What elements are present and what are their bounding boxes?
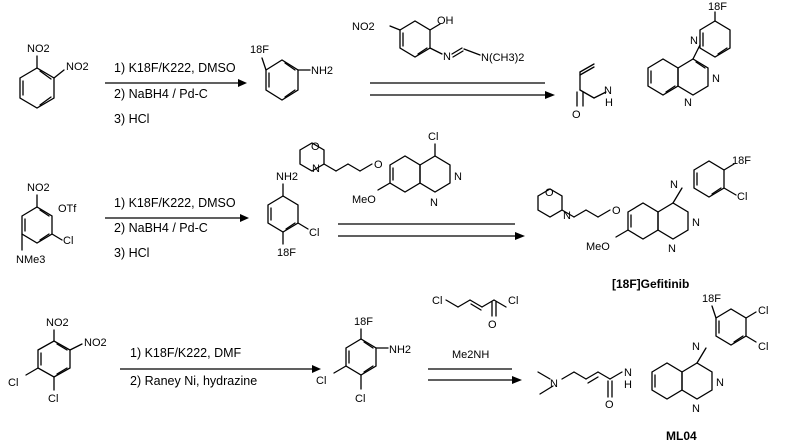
morpholine-nitrogen-label: N	[312, 163, 320, 175]
acrylamide-quinazoline: O N H N N N 18F	[572, 1, 731, 121]
row-2: NO2 Cl OTf NMe3 1) K18F/K222, DMSO 2) Na…	[16, 131, 751, 291]
trimethylammonium-label: NMe3	[16, 254, 45, 266]
dichlorodinitrobenzene: NO2 NO2 Cl Cl	[8, 317, 107, 405]
formamidine-reagent: NO2 OH N N(CH3)2	[352, 15, 524, 64]
chlorine-label: Cl	[758, 341, 768, 353]
carbonyl-oxygen-label: O	[488, 319, 497, 331]
amide-nitrogen-label: N	[604, 85, 612, 97]
fluorine-18-label: 18F	[732, 155, 751, 167]
ring-nitrogen-label: N	[712, 73, 720, 85]
nitro-label: NO2	[352, 21, 375, 33]
condition-step-3: 3) HCl	[114, 112, 149, 126]
hydroxyl-label: OH	[437, 15, 454, 27]
fluorine-18-label: 18F	[708, 1, 727, 13]
ether-oxygen-label: O	[374, 159, 383, 171]
chlorine-label: Cl	[355, 393, 365, 405]
chlorofluoroaniline: NH2 Cl 18F	[267, 171, 319, 259]
amine-label: NH2	[311, 65, 333, 77]
amide-hydrogen-label: H	[624, 379, 632, 391]
condition-step-1: 1) K18F/K222, DMSO	[114, 61, 236, 75]
amine-label: NH2	[389, 344, 411, 356]
aryl-trimethylammonium-triflate: NO2 Cl OTf NMe3	[16, 182, 77, 266]
chlorine-label: Cl	[48, 393, 58, 405]
ring-nitrogen-label: N	[454, 171, 462, 183]
dimethylamino-label: N(CH3)2	[481, 52, 524, 64]
fluoroaniline: 18F NH2	[250, 44, 333, 101]
carbonyl-oxygen-label: O	[605, 399, 614, 411]
ring-nitrogen-label: N	[684, 97, 692, 109]
ring-nitrogen-label: N	[430, 197, 438, 209]
ring-nitrogen-label: N	[668, 243, 676, 255]
nitro-label: NO2	[66, 61, 89, 73]
imine-nitrogen-label: N	[443, 51, 451, 63]
dinitrobenzene: NO2 NO2	[19, 43, 89, 109]
morpholine-oxygen-label: O	[311, 141, 320, 153]
nitro-label: NO2	[27, 43, 50, 55]
methoxy-label: MeO	[586, 241, 610, 253]
triflate-label: OTf	[58, 203, 77, 215]
amine-nitrogen-label: N	[690, 35, 698, 47]
amide-nitrogen-label: N	[624, 367, 632, 379]
fluorine-18-label: 18F	[702, 293, 721, 305]
chlorine-label: Cl	[428, 131, 438, 143]
dichlorofluoroaniline: 18F NH2 Cl Cl	[316, 316, 411, 405]
chlorine-label: Cl	[508, 295, 518, 307]
morpholine-nitrogen-label: N	[563, 210, 571, 222]
chlorine-label: Cl	[432, 295, 442, 307]
reagent-label-dimethylamine: Me2NH	[452, 349, 489, 361]
fluorine-18-label: 18F	[354, 316, 373, 328]
chlorine-label: Cl	[737, 191, 747, 203]
condition-step-1: 1) K18F/K222, DMF	[130, 346, 242, 360]
chlorine-label: Cl	[758, 305, 768, 317]
ring-nitrogen-label: N	[692, 217, 700, 229]
amine-nitrogen-label: N	[670, 179, 678, 191]
condition-step-2: 2) Raney Ni, hydrazine	[130, 374, 257, 388]
ring-nitrogen-label: N	[716, 377, 724, 389]
condition-step-2: 2) NaBH4 / Pd-C	[114, 87, 208, 101]
nitro-label: NO2	[84, 337, 107, 349]
amine-label: NH2	[276, 171, 298, 183]
dimethylamino-nitrogen-label: N	[550, 378, 558, 390]
methoxy-label: MeO	[352, 194, 376, 206]
row-3: NO2 NO2 Cl Cl 1) K18F/K222, DMF 2) Raney…	[8, 293, 768, 443]
product-name-ml04: ML04	[666, 429, 697, 443]
chlorine-label: Cl	[8, 377, 18, 389]
chlorocrotonyl-chloride: Cl Cl O	[432, 295, 518, 331]
chlorine-label: Cl	[316, 375, 326, 387]
ether-oxygen-label: O	[612, 205, 621, 217]
carbonyl-oxygen-label: O	[572, 109, 581, 121]
gefitinib-structure: O N O MeO N N N 18F Cl	[537, 155, 751, 255]
product-name-gefitinib: [18F]Gefitinib	[612, 277, 689, 291]
fluorine-18-label: 18F	[250, 44, 269, 56]
nitro-label: NO2	[27, 182, 50, 194]
amide-hydrogen-label: H	[605, 97, 613, 109]
fluorine-18-label: 18F	[277, 247, 296, 259]
amine-nitrogen-label: N	[692, 341, 700, 353]
condition-step-2: 2) NaBH4 / Pd-C	[114, 221, 208, 235]
chlorine-label: Cl	[309, 227, 319, 239]
chlorine-label: Cl	[63, 235, 73, 247]
condition-step-1: 1) K18F/K222, DMSO	[114, 196, 236, 210]
chloroquinazoline-reagent: O N O Cl N N MeO	[299, 131, 462, 209]
condition-step-3: 3) HCl	[114, 246, 149, 260]
ml04-structure: N O N H N N N 18F Cl Cl	[537, 293, 768, 415]
nitro-label: NO2	[46, 317, 69, 329]
morpholine-oxygen-label: O	[545, 187, 554, 199]
row-1: NO2 NO2 1) K18F/K222, DMSO 2) NaBH4 / Pd…	[19, 1, 731, 126]
ring-nitrogen-label: N	[692, 403, 700, 415]
